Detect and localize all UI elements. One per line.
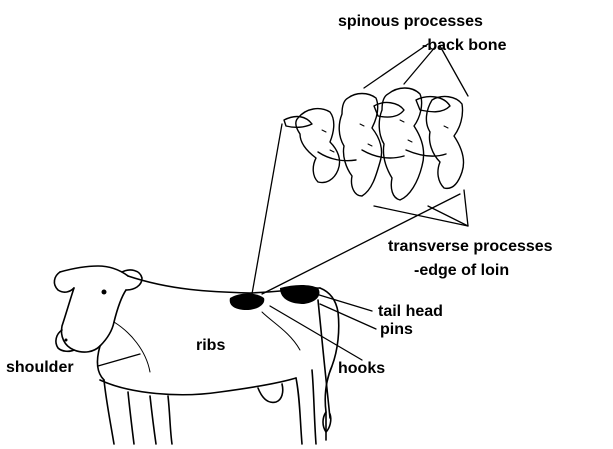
transverse-pointer-1 bbox=[374, 206, 468, 226]
shoulder-pointer bbox=[98, 354, 140, 366]
tail-head-pointer bbox=[316, 294, 372, 311]
label-pins: pins bbox=[380, 321, 413, 338]
loin-region-marker bbox=[230, 294, 265, 311]
pins-pointer bbox=[320, 304, 376, 329]
label-hooks: hooks bbox=[338, 360, 385, 377]
transverse-pointer-2 bbox=[428, 206, 468, 226]
label-tail-head: tail head bbox=[378, 303, 443, 320]
label-edge-of-loin: -edge of loin bbox=[414, 262, 509, 279]
label-ribs: ribs bbox=[196, 337, 225, 354]
hooks-pointer bbox=[270, 306, 362, 360]
transverse-pointer-3 bbox=[464, 190, 468, 226]
label-transverse-processes: transverse processes bbox=[388, 238, 553, 255]
label-spinous-processes: spinous processes bbox=[338, 13, 483, 30]
inset-projection-left bbox=[252, 124, 282, 294]
label-shoulder: shoulder bbox=[6, 359, 74, 376]
tail-head-region-marker bbox=[280, 285, 319, 304]
vertebrae-illustration bbox=[284, 88, 464, 200]
label-back-bone: -back bone bbox=[422, 37, 507, 54]
